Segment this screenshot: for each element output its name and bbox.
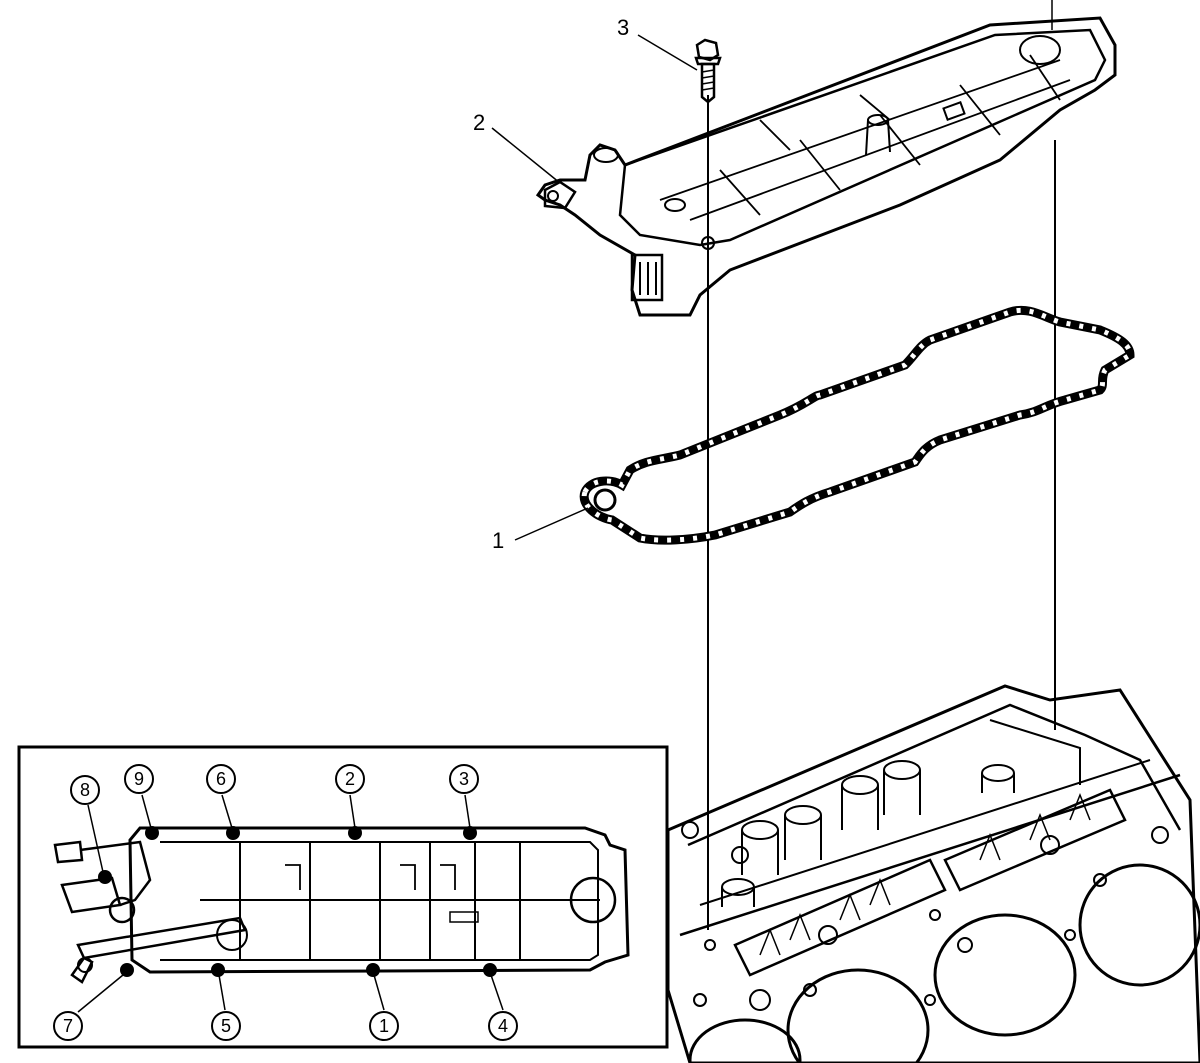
callout-3-label: 3 bbox=[617, 15, 629, 40]
cover-rib-lines bbox=[659, 54, 1071, 221]
bolt-location-2 bbox=[348, 826, 362, 840]
tightening-sequence-inset: 8 9 6 2 3 7 5 1 bbox=[17, 745, 669, 1049]
fitting-stub bbox=[543, 180, 577, 210]
sequence-marker-4: 4 bbox=[488, 1011, 518, 1041]
bolt-location-7 bbox=[120, 963, 134, 977]
callout-2-label: 2 bbox=[473, 110, 485, 135]
bolt-location-5 bbox=[211, 963, 225, 977]
inset-frame bbox=[17, 745, 669, 1049]
bolt-location-6 bbox=[226, 826, 240, 840]
callout-3: 3 bbox=[617, 15, 698, 71]
bolt-location-8 bbox=[98, 870, 112, 884]
svg-text:8: 8 bbox=[80, 780, 90, 800]
sequence-marker-3: 3 bbox=[449, 764, 479, 794]
lifter-cavity bbox=[733, 788, 1127, 977]
cover-top-face bbox=[618, 28, 1107, 247]
cover-bosses bbox=[593, 35, 1061, 212]
block-inner-edge bbox=[699, 719, 1151, 906]
cover-outline bbox=[535, 16, 1117, 317]
inset-bolt-locations bbox=[98, 826, 497, 977]
cover-bolt bbox=[694, 38, 722, 104]
block-deck-edge bbox=[679, 773, 1181, 937]
alignment-lines bbox=[707, 95, 1056, 930]
lifter-bosses bbox=[721, 760, 1015, 907]
sequence-marker-5: 5 bbox=[211, 1011, 241, 1041]
block-holes bbox=[681, 821, 1169, 1011]
engine-block bbox=[666, 684, 1200, 1063]
bolt-location-9 bbox=[145, 826, 159, 840]
sequence-marker-2: 2 bbox=[335, 764, 365, 794]
svg-text:6: 6 bbox=[216, 769, 226, 789]
bolt-location-3 bbox=[463, 826, 477, 840]
svg-text:2: 2 bbox=[345, 769, 355, 789]
valley-cover-gasket bbox=[579, 305, 1135, 545]
callout-1-label: 1 bbox=[492, 528, 504, 553]
sequence-marker-9: 9 bbox=[124, 764, 154, 794]
svg-text:4: 4 bbox=[498, 1016, 508, 1036]
sequence-marker-1: 1 bbox=[369, 1011, 399, 1041]
sequence-marker-7: 7 bbox=[53, 1011, 83, 1041]
inset-cover-top-view bbox=[53, 826, 630, 984]
cylinder-bores bbox=[688, 863, 1200, 1063]
sequence-marker-6: 6 bbox=[206, 764, 236, 794]
svg-text:1: 1 bbox=[379, 1016, 389, 1036]
valley-cover-assembly bbox=[535, 16, 1117, 317]
oil-pressure-sensor bbox=[630, 253, 664, 302]
callout-1: 1 bbox=[492, 507, 589, 553]
svg-text:3: 3 bbox=[459, 769, 469, 789]
bolt-location-4 bbox=[483, 963, 497, 977]
sequence-marker-8: 8 bbox=[70, 775, 100, 805]
svg-text:9: 9 bbox=[134, 769, 144, 789]
bolt-hole bbox=[701, 236, 715, 250]
svg-text:7: 7 bbox=[63, 1016, 73, 1036]
bolt-location-1 bbox=[366, 963, 380, 977]
block-outline bbox=[666, 684, 1200, 1063]
callout-2: 2 bbox=[473, 110, 561, 184]
inset-leaders bbox=[77, 794, 504, 1013]
svg-text:5: 5 bbox=[221, 1016, 231, 1036]
